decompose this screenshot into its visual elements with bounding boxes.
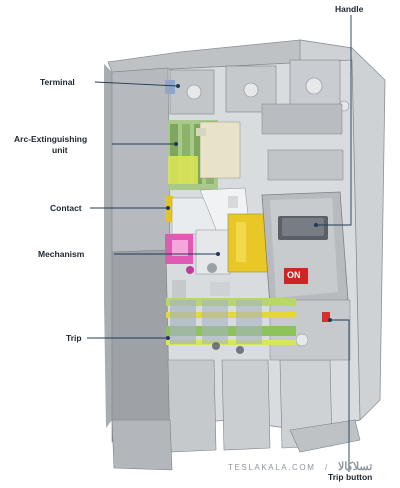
label-contact: Contact bbox=[50, 203, 82, 213]
label-arc-extinguishing-line2: unit bbox=[52, 145, 68, 155]
label-mechanism: Mechanism bbox=[38, 249, 85, 259]
leader-lines bbox=[87, 15, 352, 472]
label-terminal: Terminal bbox=[40, 77, 75, 87]
watermark-separator: / bbox=[325, 463, 329, 472]
arc-extinguishing-unit bbox=[168, 120, 241, 190]
label-trip: Trip bbox=[66, 333, 82, 343]
mechanism-assembly bbox=[165, 213, 269, 275]
watermark-site: TESLAKALA.COM bbox=[228, 463, 316, 472]
handle-assembly bbox=[261, 191, 351, 361]
label-handle: Handle bbox=[335, 4, 364, 14]
trip-unit bbox=[166, 280, 296, 354]
watermark-brand: تسلاکالا bbox=[338, 461, 373, 473]
label-trip-button: Trip button bbox=[328, 472, 373, 482]
terminal-housings bbox=[165, 59, 350, 181]
trip-button-part bbox=[322, 312, 330, 322]
on-indicator-text: ON bbox=[287, 270, 301, 280]
on-indicator bbox=[284, 268, 308, 284]
leader-dots bbox=[166, 84, 332, 340]
label-arc-extinguishing-line1: Arc-Extinguishing bbox=[14, 134, 88, 144]
